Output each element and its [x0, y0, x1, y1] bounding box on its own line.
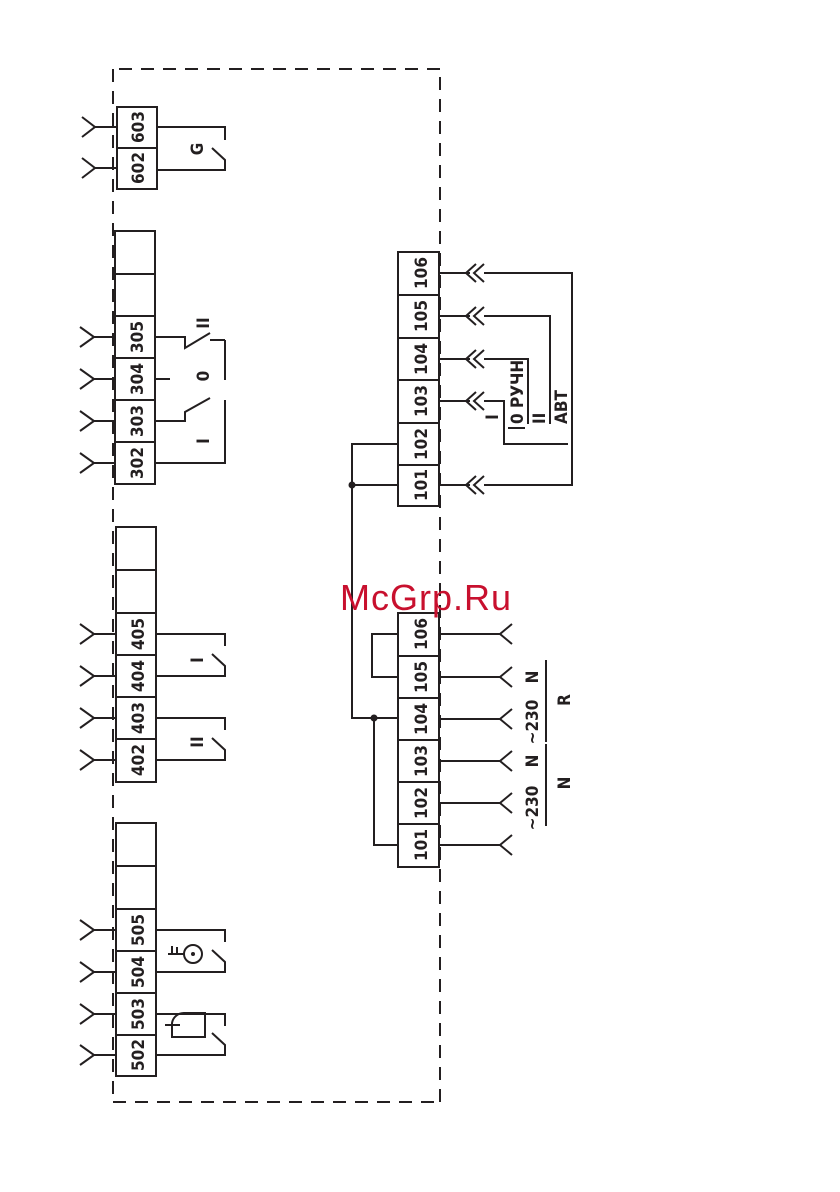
supply-group-r: R: [555, 694, 575, 706]
terminal-label: 505: [129, 914, 149, 946]
terminal-spare: [116, 866, 156, 909]
terminal-spare: [115, 274, 155, 316]
contact-label-i: I: [188, 657, 208, 663]
terminal-block-100-lower: 106 105 104 103 102 101 N ~230 R N ~230 …: [372, 613, 575, 867]
terminal-block-500: 505 504 503 502: [80, 823, 225, 1076]
terminal-label: 504: [129, 956, 149, 988]
terminal-label: 104: [412, 343, 432, 375]
terminal-label: 102: [412, 787, 432, 819]
terminal-label: 302: [128, 447, 148, 479]
mode-label-ii: II: [530, 413, 550, 424]
terminal-block-600: 603 602 G: [82, 107, 225, 189]
terminal-label: 103: [412, 385, 432, 417]
terminal-block-300: 305 304 303 302 II 0 I: [80, 231, 225, 484]
supply-label-r-n: N: [523, 671, 543, 684]
terminal-label: 405: [129, 618, 149, 650]
switch-position-0: 0: [194, 371, 214, 382]
terminal-label: 106: [412, 257, 432, 289]
terminal-label: 602: [129, 152, 149, 184]
terminal-label: 603: [129, 111, 149, 143]
key-icon: [168, 945, 202, 963]
terminal-spare: [116, 570, 156, 613]
terminal-label: 105: [412, 300, 432, 332]
interconnect-bus: [349, 444, 399, 845]
terminal-spare: [116, 823, 156, 866]
terminal-label: 304: [128, 363, 148, 395]
terminal-label: 101: [412, 469, 432, 501]
terminal-label: 106: [412, 618, 432, 650]
mode-label-manual: РУЧН: [508, 360, 528, 408]
supply-group-n: N: [555, 777, 575, 790]
terminal-spare: [115, 231, 155, 274]
terminal-label: 502: [129, 1039, 149, 1071]
mode-label-auto: АВТ: [552, 390, 572, 424]
watermark: McGrp.Ru: [340, 577, 512, 618]
switch-position-ii: II: [194, 317, 214, 328]
terminal-label: 404: [129, 660, 149, 692]
supply-label-n-n: N: [523, 755, 543, 768]
terminal-spare: [116, 527, 156, 570]
switch-position-i: I: [194, 438, 214, 444]
bell-icon: [165, 1013, 205, 1037]
terminal-block-400: 405 404 403 402 I II: [80, 527, 225, 782]
terminal-label: 402: [129, 744, 149, 776]
supply-label-n-v: ~230: [523, 786, 543, 831]
terminal-label: 101: [412, 829, 432, 861]
supply-label-r-v: ~230: [523, 700, 543, 745]
terminal-label: 103: [412, 745, 432, 777]
terminal-label: 303: [128, 405, 148, 437]
contact-label-ii: II: [188, 736, 208, 747]
terminal-label: 403: [129, 702, 149, 734]
terminal-label: 305: [128, 321, 148, 353]
terminal-label: 104: [412, 703, 432, 735]
mode-label-i: I: [483, 414, 503, 420]
contact-label-g: G: [188, 143, 208, 156]
mode-label-0: 0: [508, 413, 528, 424]
terminal-block-100-upper: 106 105 104 103 102 101 I 0 РУЧН II АВТ: [398, 252, 572, 506]
terminal-label: 503: [129, 998, 149, 1030]
terminal-label: 105: [412, 661, 432, 693]
terminal-label: 102: [412, 428, 432, 460]
